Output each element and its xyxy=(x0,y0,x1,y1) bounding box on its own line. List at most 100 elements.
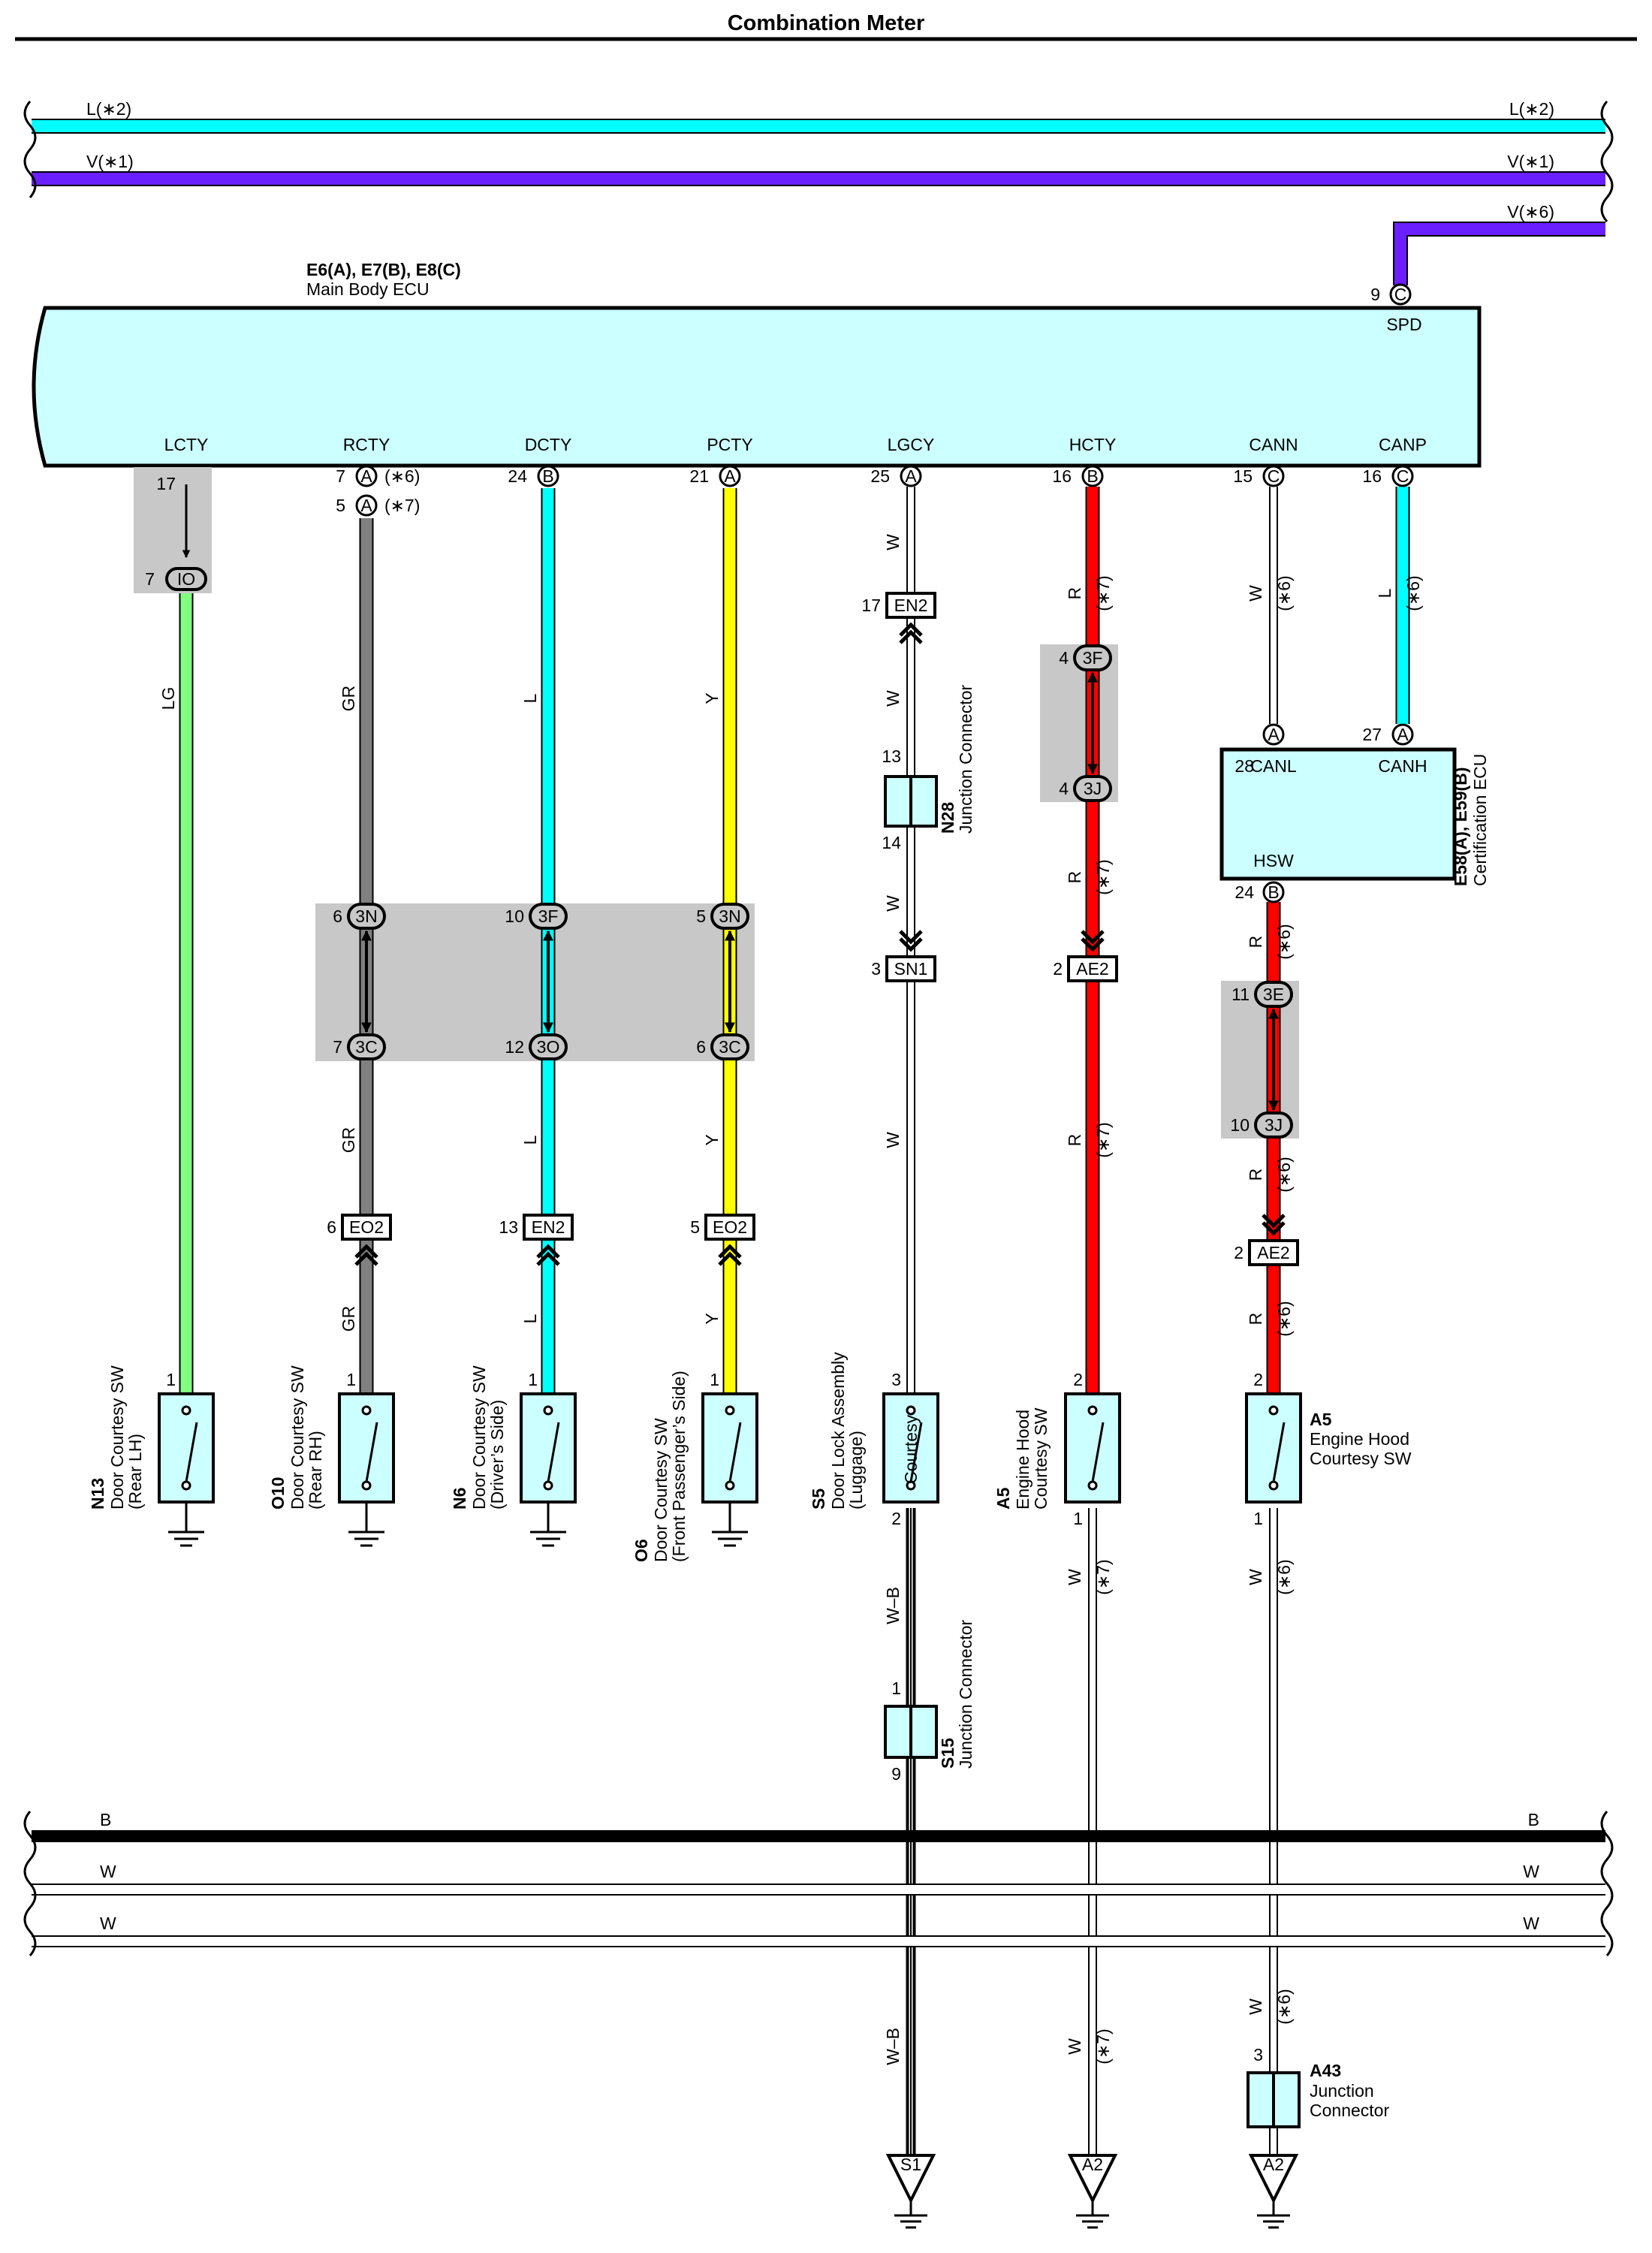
canl-conn: A xyxy=(1268,725,1280,744)
hsw-label: HSW xyxy=(1253,851,1294,870)
caption-o6-id: O6 xyxy=(632,1539,651,1562)
n28-id: N28 xyxy=(938,802,957,834)
io-label: IO xyxy=(177,569,195,589)
pin-cann: 15 xyxy=(1233,466,1253,486)
pin-lgcy: 25 xyxy=(870,466,890,486)
wl-w-h4-text: W xyxy=(1065,1569,1084,1585)
switch-n13-lever xyxy=(185,1422,198,1482)
wl-y-2-text: Y xyxy=(702,1134,722,1145)
wl-gr-1: GR xyxy=(339,686,358,712)
connector-3n-pcty-label: 3N xyxy=(719,906,740,926)
wl-gr-3-text: GR xyxy=(339,1306,358,1332)
wl-n7-h4: (∗7) xyxy=(1093,1559,1113,1594)
switch-s5-lever xyxy=(909,1422,923,1482)
spd-connector xyxy=(1389,283,1412,306)
connector-eo2-pcty xyxy=(704,1214,755,1241)
wl-gr-1-text: GR xyxy=(339,686,358,712)
wl-wb-2: W–B xyxy=(883,2028,903,2065)
bus-b-label-left: B xyxy=(100,1810,111,1829)
wl-r-h1: R xyxy=(1065,587,1084,600)
cert-ecu-id: E58(A), E59(B) xyxy=(1451,768,1470,886)
s5-pin-bot: 2 xyxy=(891,1509,901,1528)
a43-id: A43 xyxy=(1310,2061,1341,2080)
connector-ae2-hcty xyxy=(1067,955,1118,982)
switch-n13-contact-bottom xyxy=(181,1480,191,1491)
lgcy-conn: A xyxy=(905,466,917,486)
connector-3o-dcty xyxy=(529,1033,568,1060)
connector-en2-lgcy xyxy=(885,592,936,619)
s15-pin-top: 1 xyxy=(891,1678,901,1698)
wl-y-3: Y xyxy=(702,1313,722,1324)
connector-sn1-lgcy-pin: 3 xyxy=(871,959,881,979)
connector-3n-rcty-pin: 6 xyxy=(333,906,342,926)
caption-n13-line2: (Rear LH) xyxy=(125,1434,145,1510)
top-bus-v1: V(∗1) V(∗1) xyxy=(32,152,1605,186)
connector-eo2-rcty-chevron xyxy=(354,1244,378,1266)
connector-3n-rcty xyxy=(347,903,386,930)
cert-ecu-name: Certification ECU xyxy=(1470,754,1490,886)
n28-pin-bot: 14 xyxy=(882,833,901,852)
ground-a2-left xyxy=(1067,2154,1118,2204)
wl-n7-h5-text: (∗7) xyxy=(1093,2028,1113,2064)
top-bus-l: L(∗2) L(∗2) xyxy=(32,99,1605,134)
ground-a2-left-label: A2 xyxy=(1082,2155,1103,2174)
terminal-lcty: LCTY xyxy=(164,435,209,454)
connector-en2-dcty-pin: 13 xyxy=(499,1217,518,1237)
wl-gr-3: GR xyxy=(339,1306,358,1332)
connector-ae2-hsw-pin: 2 xyxy=(1234,1243,1244,1262)
connector-3j-hcty-pin: 4 xyxy=(1059,779,1069,798)
bus-w1-label-right: W xyxy=(1523,1862,1539,1881)
wl-gr-2-text: GR xyxy=(339,1127,358,1154)
connector-ae2-hsw-label: AE2 xyxy=(1257,1243,1289,1262)
wl-w-lgcy-3: W xyxy=(883,895,903,912)
wl-w-lgcy-3-text: W xyxy=(883,895,903,912)
wl-n7-h3: (∗7) xyxy=(1093,1122,1113,1157)
switch-o6-contact-bottom xyxy=(725,1480,735,1491)
pin-dcty: 24 xyxy=(508,466,527,486)
pin-rcty-a: 7 xyxy=(336,466,345,486)
switch-a5-left-lever xyxy=(1091,1422,1105,1482)
s15-name: Junction Connector xyxy=(956,1619,975,1769)
wl-n6-c3: (∗6) xyxy=(1274,1301,1294,1336)
bus-v1-label-left: V(∗1) xyxy=(86,152,134,171)
wl-w-c4-text: W xyxy=(1246,1569,1265,1585)
switch-n6-lever xyxy=(547,1422,560,1482)
pin-canp: 16 xyxy=(1362,466,1382,486)
a5b-pin-top: 2 xyxy=(1253,1370,1263,1389)
bus-v1-label-right: V(∗1) xyxy=(1507,152,1554,171)
terminal-dcty: DCTY xyxy=(525,435,572,454)
wl-w-lgcy-4-text: W xyxy=(883,1132,903,1148)
connector-3c-rcty-label: 3C xyxy=(355,1037,377,1057)
pin-pcty: 21 xyxy=(689,466,709,486)
switch-s5-contact-top xyxy=(906,1405,916,1416)
wl-n7-h1-text: (∗7) xyxy=(1093,575,1113,611)
canp-conn: C xyxy=(1397,466,1409,486)
wl-n6-canp: (∗6) xyxy=(1403,575,1423,611)
switch-o10-contact-top xyxy=(361,1405,372,1416)
page-title: Combination Meter xyxy=(728,11,925,35)
wl-w-lgcy-2: W xyxy=(883,690,903,707)
rcty-note-a: (∗6) xyxy=(384,466,420,486)
connector-ae2-hsw-chevron xyxy=(1262,1214,1286,1236)
wl-n6-c1: (∗6) xyxy=(1274,924,1294,959)
wl-l-2-text: L xyxy=(520,1135,540,1145)
connector-en2-dcty-chevron xyxy=(536,1244,560,1266)
main-ecu-name: Main Body ECU xyxy=(306,279,430,299)
connector-3e-hsw-pin: 11 xyxy=(1231,985,1250,1004)
o6-pin: 1 xyxy=(710,1370,719,1389)
cann-conn: C xyxy=(1268,466,1280,486)
bus-l-label-right: L(∗2) xyxy=(1509,99,1554,119)
connector-eo2-rcty-label: EO2 xyxy=(349,1217,384,1237)
connector-3o-dcty-pin: 12 xyxy=(505,1037,524,1057)
wl-n6-c4: (∗6) xyxy=(1274,1559,1294,1594)
connector-3f-hcty-pin: 4 xyxy=(1059,648,1069,668)
connector-3n-pcty xyxy=(710,903,749,930)
wl-wb-2-text: W–B xyxy=(883,2028,903,2065)
connector-3c-rcty-pin: 7 xyxy=(333,1037,342,1057)
o10-pin: 1 xyxy=(346,1370,356,1389)
s5-pin-top: 3 xyxy=(891,1370,901,1389)
wl-n7-h1: (∗7) xyxy=(1093,575,1113,611)
ecu-pins: 17 7 A (∗6) 5 A (∗7) 24 B 21 A 25 A 16 B… xyxy=(156,465,1414,517)
